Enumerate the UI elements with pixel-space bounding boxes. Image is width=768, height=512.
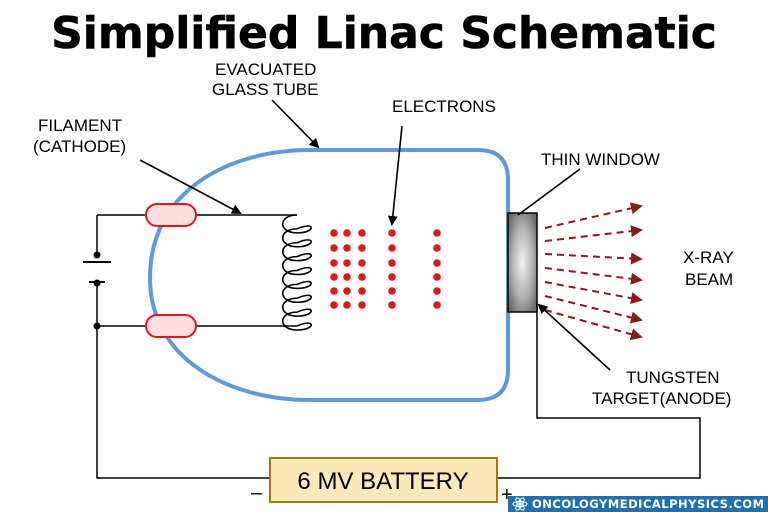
brand-text: ONCOLOGYMEDICALPHYSICS.COM: [532, 497, 765, 511]
electron-dot: [358, 244, 366, 252]
electron-dot: [388, 244, 396, 252]
battery-negative-sign: –: [251, 482, 263, 504]
electron-dot: [433, 301, 441, 309]
electron-dot: [433, 244, 441, 252]
page-title: Simplified Linac Schematic: [51, 8, 717, 59]
tube-label-line2: GLASS TUBE: [212, 80, 318, 99]
xray-label-line2: BEAM: [685, 270, 733, 289]
battery: [269, 457, 498, 503]
electron-dot: [388, 259, 396, 267]
xray-beam-arrow: [544, 202, 643, 229]
electron-dot: [330, 229, 338, 237]
tube-pointer: [271, 99, 320, 149]
electron-dot: [343, 259, 351, 267]
electron-dot: [388, 273, 396, 281]
target-label-line1: TUNGSTEN: [626, 368, 720, 387]
xray-beam-arrow: [544, 225, 643, 242]
electron-dot: [358, 301, 366, 309]
electron-dot: [358, 273, 366, 281]
electron-dot: [388, 287, 396, 295]
xray-label-line1: X-RAY: [683, 248, 734, 267]
wire-junctions: [93, 251, 101, 330]
xray-beam-arrow: [544, 309, 643, 341]
filament-seal-top: [145, 203, 197, 227]
glass-tube: [147, 148, 510, 402]
target-label-line2: TARGET(ANODE): [592, 389, 731, 408]
electron-dot: [433, 273, 441, 281]
electron-dot: [388, 229, 396, 237]
electron-dot: [433, 259, 441, 267]
target-pointer: [537, 303, 611, 371]
tube-label-line1: EVACUATED: [215, 60, 316, 79]
filament-label-line2: (CATHODE): [33, 137, 126, 156]
filament-pointer: [139, 159, 242, 214]
electron-dot: [330, 287, 338, 295]
xray-beam-arrow: [544, 281, 643, 305]
filament-label-line1: FILAMENT: [38, 116, 122, 135]
atom-icon: [512, 497, 528, 511]
electron-dot: [433, 229, 441, 237]
electron-dot: [358, 259, 366, 267]
electron-cloud: [330, 229, 441, 309]
electron-dot: [433, 287, 441, 295]
thin-window-label: THIN WINDOW: [541, 150, 660, 169]
electron-dot: [343, 229, 351, 237]
electron-dot: [343, 287, 351, 295]
filament-seal-bottom: [145, 314, 197, 338]
electron-dot: [358, 229, 366, 237]
tungsten-target: [507, 212, 538, 313]
electron-dot: [358, 287, 366, 295]
coil-winding: [281, 214, 313, 331]
electrons-label: ELECTRONS: [392, 97, 496, 116]
electron-dot: [330, 301, 338, 309]
xray-beam-arrows: [544, 202, 643, 341]
electron-dot: [343, 273, 351, 281]
filament-coil: [281, 214, 313, 331]
xray-beam-arrow: [544, 252, 643, 265]
xray-beam-arrow: [544, 295, 643, 324]
brand-bar: [508, 496, 768, 512]
label-pointers: [139, 99, 611, 371]
xray-beam-arrow: [544, 267, 643, 285]
cell-symbol: [83, 261, 111, 283]
electron-dot: [330, 244, 338, 252]
window-pointer: [517, 168, 581, 216]
battery-positive-sign: +: [501, 484, 513, 506]
electron-dot: [330, 259, 338, 267]
electron-dot: [343, 244, 351, 252]
electron-dot: [388, 301, 396, 309]
circuit-wires: [96, 214, 701, 479]
electron-dot: [330, 273, 338, 281]
electron-dot: [343, 301, 351, 309]
battery-label: 6 MV BATTERY: [297, 468, 468, 495]
electrons-pointer: [387, 125, 403, 226]
